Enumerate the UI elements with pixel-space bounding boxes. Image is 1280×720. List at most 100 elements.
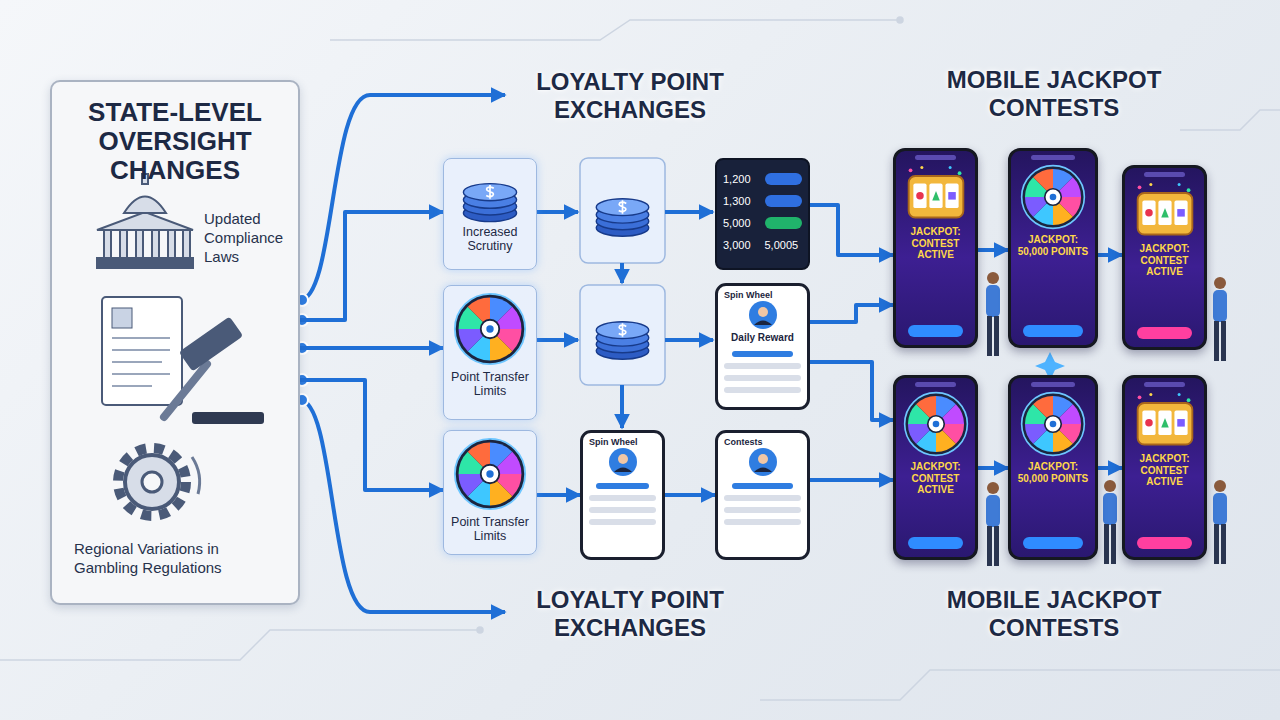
list-row bbox=[724, 363, 801, 369]
avatar bbox=[748, 300, 778, 330]
spin-wheel bbox=[453, 292, 527, 366]
box-text: Increased Scrutiny bbox=[448, 225, 532, 254]
jackpot-text: JACKPOT: CONTEST ACTIVE bbox=[1130, 453, 1199, 488]
box-text: Point Transfer Limits bbox=[448, 370, 532, 399]
spin-wheel-art bbox=[904, 393, 967, 456]
status-pill bbox=[765, 217, 803, 229]
panel-item: Regional Variations in Gambling Regulati… bbox=[74, 540, 284, 578]
status-bar bbox=[1144, 382, 1185, 387]
spin-wheel bbox=[1020, 391, 1086, 457]
slot-machine bbox=[903, 164, 969, 222]
slot-machine-art bbox=[908, 166, 963, 217]
coin-stack bbox=[452, 165, 528, 225]
jackpot-phone: JACKPOT: CONTEST ACTIVE bbox=[893, 148, 978, 348]
flow-connector bbox=[665, 493, 715, 497]
list-row bbox=[596, 483, 650, 489]
spin-wheel bbox=[453, 437, 527, 511]
list-row bbox=[589, 507, 656, 513]
list-row bbox=[724, 507, 801, 513]
jackpot-text: JACKPOT: CONTEST ACTIVE bbox=[1130, 243, 1199, 278]
app-phone: Spin WheelDaily Reward bbox=[715, 283, 810, 410]
list-row bbox=[732, 483, 794, 489]
oversight-panel: STATE-LEVEL OVERSIGHT CHANGES Updated Com… bbox=[50, 80, 300, 605]
spin-wheel bbox=[903, 391, 969, 457]
coin-stack-art bbox=[463, 184, 516, 222]
play-button bbox=[1137, 537, 1192, 549]
list-row bbox=[724, 495, 801, 501]
jackpot-text: JACKPOT: 50,000 POINTS bbox=[1016, 461, 1090, 484]
spin-wheel bbox=[1020, 164, 1086, 230]
list-row bbox=[589, 495, 656, 501]
points-value: 1,200 bbox=[723, 173, 761, 185]
section-heading: MOBILE JACKPOT CONTESTS bbox=[918, 586, 1190, 641]
play-button bbox=[1023, 537, 1082, 549]
avatar bbox=[748, 447, 778, 477]
flow-connector bbox=[810, 205, 893, 255]
section-heading: LOYALTY POINT EXCHANGES bbox=[512, 586, 748, 641]
circuit-lines bbox=[0, 17, 1280, 700]
jackpot-phone: JACKPOT: CONTEST ACTIVE bbox=[1122, 375, 1207, 560]
spin-wheel-art bbox=[1022, 393, 1085, 456]
status-bar bbox=[1144, 172, 1185, 177]
jackpot-text: JACKPOT: CONTEST ACTIVE bbox=[901, 461, 970, 496]
list-row bbox=[724, 519, 801, 525]
flow-connector bbox=[1098, 466, 1122, 470]
jackpot-phone: JACKPOT: 50,000 POINTS bbox=[1008, 148, 1098, 348]
coin-box bbox=[580, 158, 665, 385]
wheel-box: Point Transfer Limits bbox=[443, 285, 537, 420]
screen-header: Contests bbox=[724, 437, 763, 447]
slot-machine bbox=[1132, 391, 1198, 449]
play-button bbox=[1137, 327, 1192, 339]
jackpot-phone: JACKPOT: 50,000 POINTS bbox=[1008, 375, 1098, 560]
flow-connector bbox=[810, 478, 893, 482]
list-row bbox=[732, 351, 794, 357]
gear-icon bbox=[118, 448, 200, 516]
screen-title: Daily Reward bbox=[731, 332, 794, 343]
section-heading: MOBILE JACKPOT CONTESTS bbox=[918, 66, 1190, 121]
screen-header: Spin Wheel bbox=[589, 437, 638, 447]
flow-connector bbox=[810, 362, 893, 420]
panel-title: STATE-LEVEL OVERSIGHT CHANGES bbox=[64, 98, 286, 185]
jackpot-phone: JACKPOT: CONTEST ACTIVE bbox=[1122, 165, 1207, 350]
flow-connector bbox=[300, 212, 443, 320]
slot-machine-art bbox=[1137, 393, 1192, 444]
flow-connector bbox=[1098, 253, 1122, 257]
list-row bbox=[589, 519, 656, 525]
points-value: 5,0005 bbox=[765, 239, 803, 251]
jackpot-text: JACKPOT: CONTEST ACTIVE bbox=[901, 226, 970, 261]
screen-header: Spin Wheel bbox=[724, 290, 773, 300]
document-gavel-icon bbox=[102, 297, 264, 424]
box-text: Point Transfer Limits bbox=[448, 515, 532, 544]
capitol-icon bbox=[97, 174, 193, 268]
list-row bbox=[724, 387, 801, 393]
section-heading: LOYALTY POINT EXCHANGES bbox=[512, 68, 748, 123]
avatar bbox=[608, 447, 638, 477]
play-button bbox=[908, 537, 963, 549]
slot-machine bbox=[1132, 181, 1198, 239]
status-bar bbox=[1031, 155, 1075, 160]
flow-connector bbox=[810, 305, 893, 322]
jackpot-text: JACKPOT: 50,000 POINTS bbox=[1016, 234, 1090, 257]
play-button bbox=[908, 325, 963, 337]
jackpot-phone: JACKPOT: CONTEST ACTIVE bbox=[893, 375, 978, 560]
status-pill bbox=[765, 195, 803, 207]
points-value: 3,000 bbox=[723, 239, 761, 251]
avatar-ring bbox=[749, 448, 777, 476]
flow-connector bbox=[978, 248, 1008, 252]
spin-wheel-art bbox=[1022, 166, 1085, 229]
points-value: 5,000 bbox=[723, 217, 761, 229]
flow-connector bbox=[537, 493, 580, 497]
status-bar bbox=[915, 155, 956, 160]
status-bar bbox=[1031, 382, 1075, 387]
flow-connector bbox=[300, 346, 443, 350]
status-bar bbox=[915, 382, 956, 387]
flow-connector bbox=[978, 466, 1008, 470]
panel-item: Updated Compliance Laws bbox=[204, 210, 292, 266]
app-phone: Contests bbox=[715, 430, 810, 560]
spin-wheel-art bbox=[455, 294, 525, 364]
list-row bbox=[724, 375, 801, 381]
flow-connector bbox=[300, 380, 443, 490]
coin-box: Increased Scrutiny bbox=[443, 158, 537, 270]
points-list: 1,2001,3005,0003,0005,0005 bbox=[715, 158, 810, 270]
avatar-ring bbox=[609, 448, 637, 476]
